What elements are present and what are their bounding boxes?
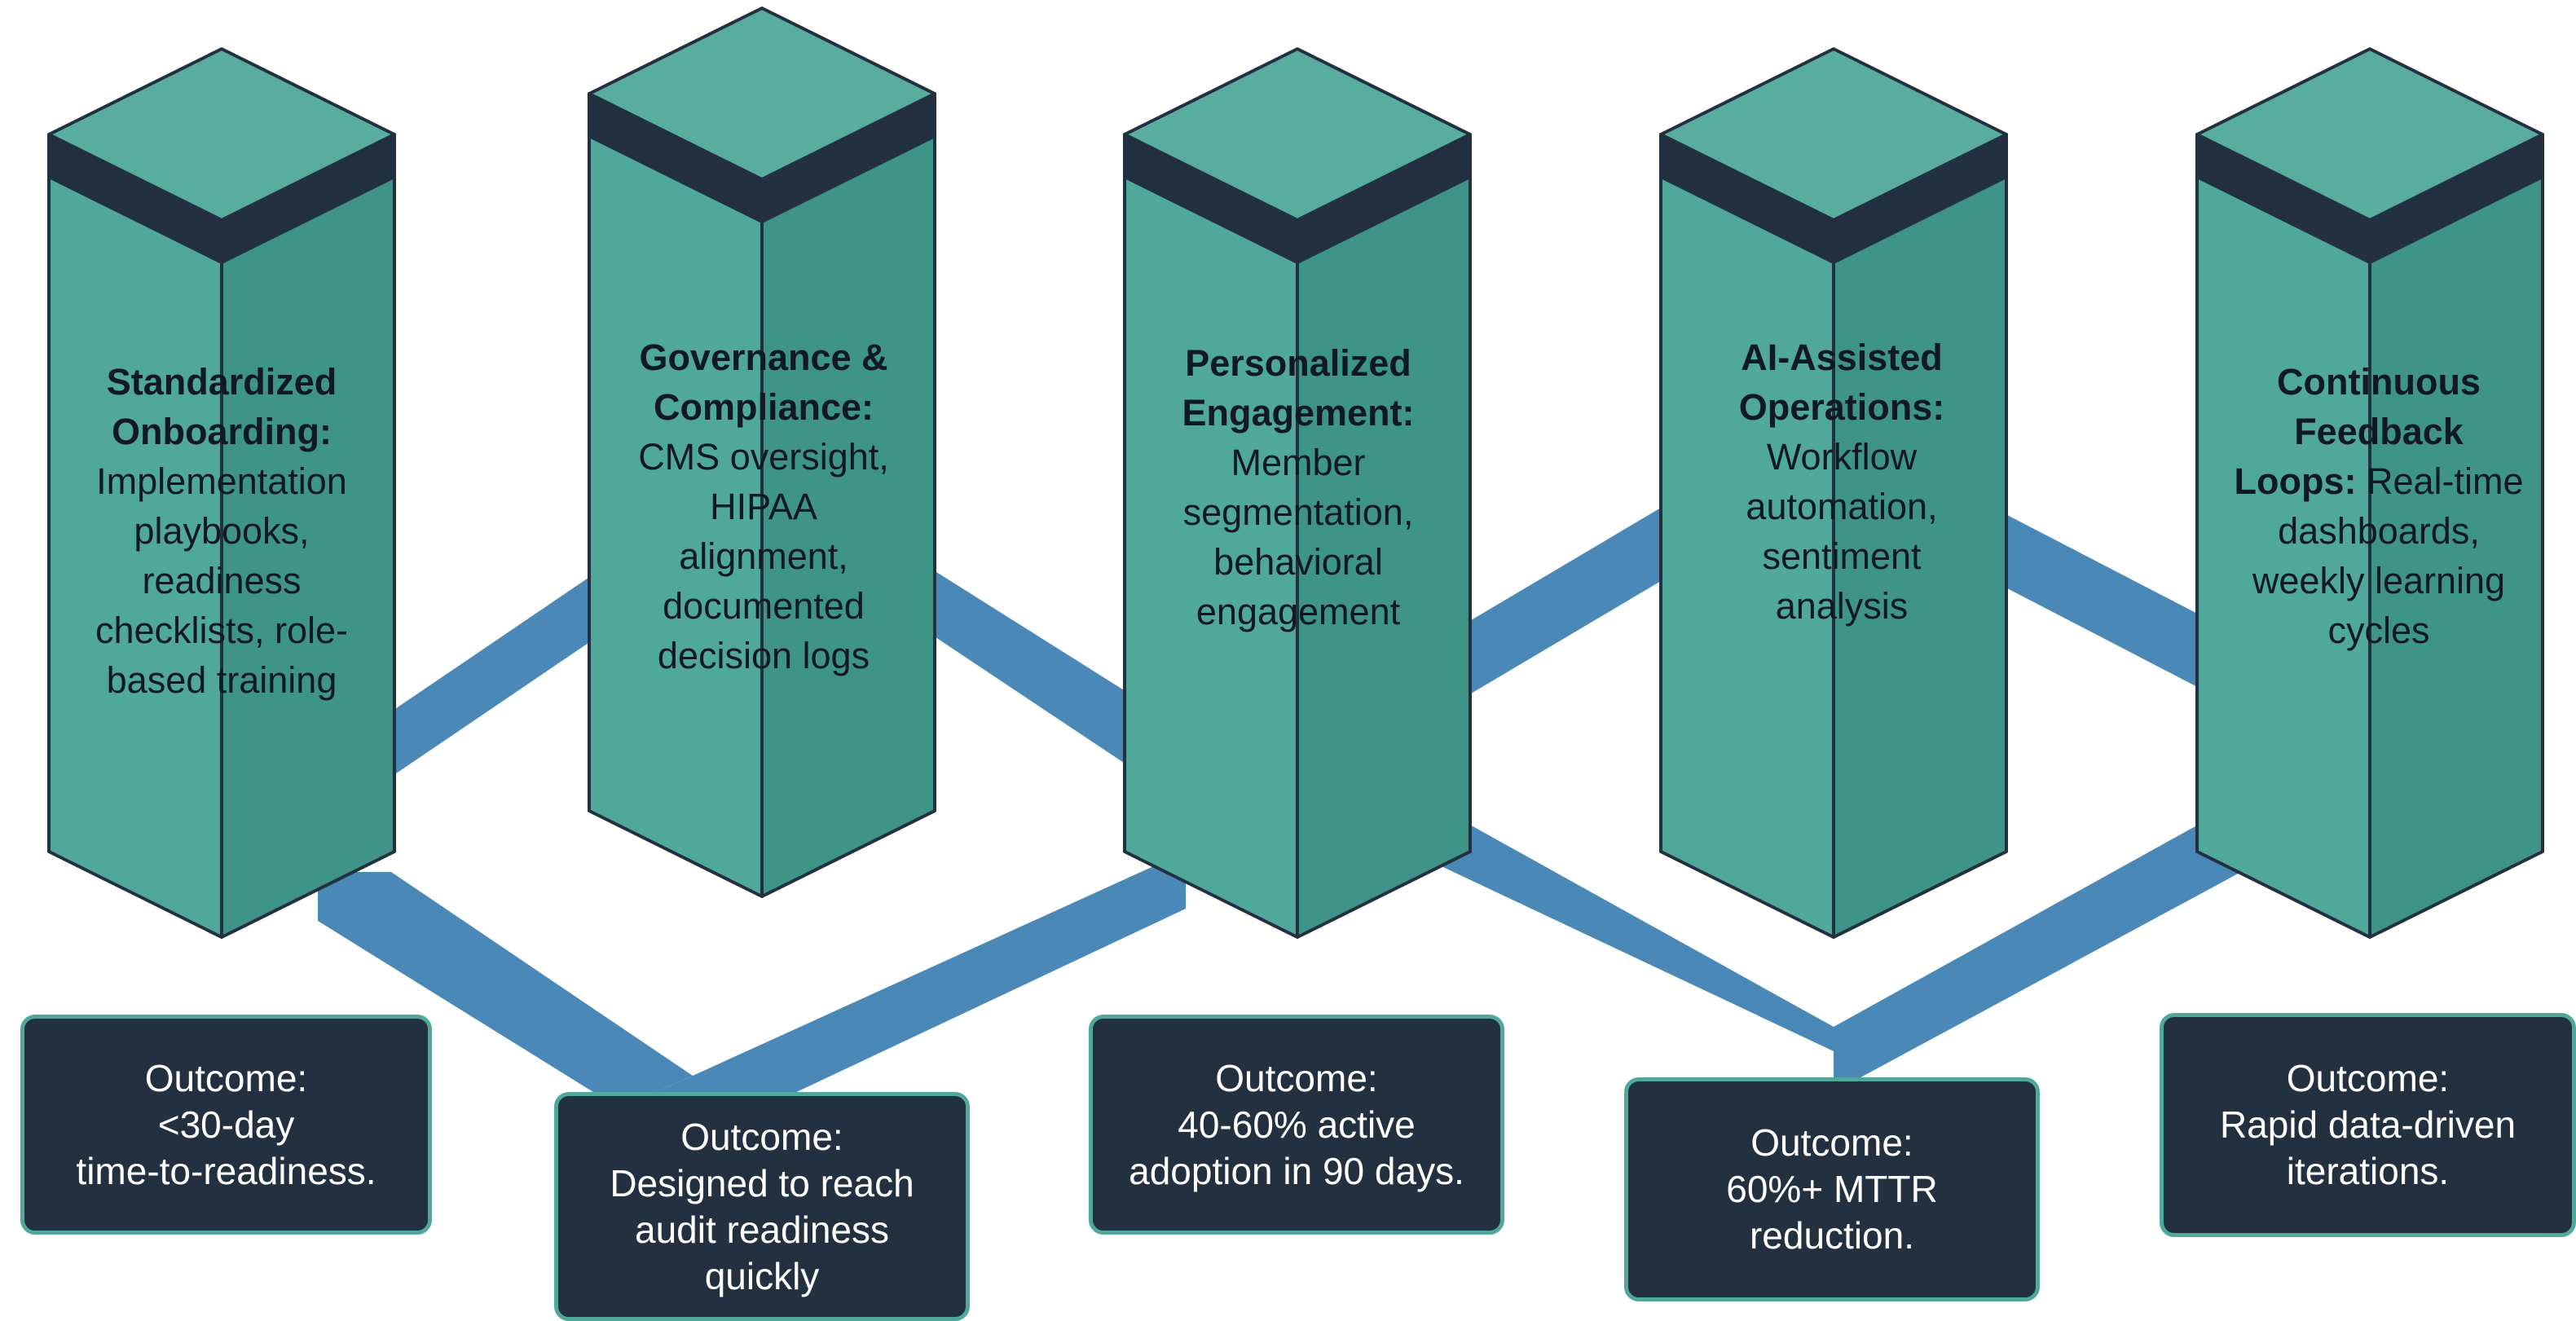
outcome-line: Outcome: [1215, 1056, 1378, 1099]
outcome-line: iterations. [2286, 1150, 2450, 1192]
pillar-layer [47, 7, 2544, 939]
pillar-body-line: dashboards, [2278, 510, 2480, 552]
connector-network [318, 497, 2241, 1108]
pillar-body-line: weekly learning [2252, 560, 2506, 601]
pillar-body-line: sentiment [1762, 535, 1922, 577]
pillar-body-line: behavioral [1213, 541, 1383, 583]
pillar-top-cap [2195, 47, 2544, 222]
pillar-body-line: Member [1231, 442, 1366, 483]
pillar-heading-line: Compliance: [653, 386, 874, 428]
outcome-line: reduction. [1749, 1214, 1914, 1257]
pillar-heading-line: Operations: [1738, 386, 1945, 428]
pillar-body-line: engagement [1196, 591, 1401, 632]
connector-lower-3-v [1402, 823, 1834, 1051]
outcome-line: Outcome: [1750, 1121, 1913, 1164]
pillar-top-cap [1659, 47, 2008, 222]
connector-upper-3-4 [1459, 497, 1679, 701]
pillar-body-line: checklists, role- [95, 610, 349, 651]
pillar-heading-fragment: Loops: [2234, 460, 2357, 502]
pillar-top-cap [47, 47, 396, 222]
outcome-line: time-to-readiness. [76, 1149, 376, 1192]
pillar-heading-line: Engagement: [1182, 392, 1415, 434]
connector-upper-2-3 [921, 562, 1141, 774]
pillar-text-ai-operations: AI-Assisted Operations: Workflow automat… [1687, 332, 1997, 631]
pillar-ai-operations [1659, 47, 2008, 939]
pillar-body-line: readiness [142, 560, 302, 601]
outcome-line: 40-60% active [1178, 1103, 1416, 1146]
pillar-body-line: cycles [2327, 610, 2430, 651]
outcome-line: Designed to reach [610, 1161, 914, 1204]
pillar-body-line: analysis [1775, 585, 1909, 627]
pillar-body-line: automation, [1746, 486, 1938, 527]
outcome-line: <30-day [157, 1103, 295, 1146]
outcome-line: Rapid data-driven [2219, 1103, 2517, 1146]
connector-upper-4-5 [1988, 505, 2208, 693]
pillar-body-line: HIPAA [710, 486, 817, 527]
connector-upper-1-2 [383, 562, 611, 782]
outcome-line: Outcome: [680, 1115, 843, 1158]
pillar-body-line: Implementation [96, 460, 347, 502]
pillar-body-line: documented [663, 585, 865, 627]
pillar-body-line: decision logs [657, 635, 870, 676]
pillar-heading-line: AI-Assisted [1741, 337, 1943, 378]
pillar-governance [588, 7, 936, 898]
pillar-heading-line: Onboarding: [112, 411, 332, 452]
pillar-body-line: segmentation, [1182, 491, 1414, 533]
pillar-body-fragment: Real-time [2356, 460, 2524, 502]
pillar-body-line: Workflow [1766, 436, 1918, 478]
outcome-line: quickly [704, 1254, 820, 1297]
pillar-heading-line: Feedback [2294, 411, 2464, 452]
pillar-engagement [1123, 47, 1472, 939]
outcome-box-governance: Outcome: Designed to reach audit readine… [554, 1092, 970, 1321]
outcome-box-feedback: Outcome: Rapid data-driven iterations. [2160, 1013, 2576, 1237]
outcome-line: audit readiness [635, 1208, 889, 1251]
pillar-heading-line: Standardized [106, 361, 337, 403]
outcome-line: Outcome: [144, 1056, 308, 1099]
pillar-text-engagement: Personalized Engagement: Member segmenta… [1143, 338, 1453, 636]
outcome-box-engagement: Outcome: 40-60% active adoption in 90 da… [1089, 1015, 1504, 1235]
connector-lower-1-v [318, 872, 693, 1108]
pillar-body-line: CMS oversight, [638, 436, 889, 478]
pillar-body-line: alignment, [679, 535, 848, 577]
pillar-top-cap [588, 7, 936, 181]
pillar-top-cap [1123, 47, 1472, 222]
pillar-text-feedback: Continuous Feedback Loops: Real-time das… [2224, 357, 2534, 655]
outcome-box-ai-operations: Outcome: 60%+ MTTR reduction. [1624, 1077, 2040, 1301]
pillar-heading-line: Governance & [639, 337, 888, 378]
pillar-heading-line: Personalized [1185, 342, 1411, 384]
outcome-line: 60%+ MTTR [1726, 1168, 1938, 1210]
pillar-heading-line: Continuous [2277, 361, 2481, 403]
outcome-line: Outcome: [2286, 1057, 2450, 1099]
pillar-text-onboarding: Standardized Onboarding: Implementation … [67, 357, 376, 705]
pillar-onboarding [47, 47, 396, 939]
connector-lower-v-5 [1834, 819, 2241, 1092]
pillar-mixed-line: Loops: Real-time [2224, 456, 2534, 506]
pillar-text-governance: Governance & Compliance: CMS oversight, … [609, 332, 918, 680]
pillar-body-line: playbooks, [134, 510, 310, 552]
pillar-feedback [2195, 47, 2544, 939]
outcome-box-onboarding: Outcome: <30-day time-to-readiness. [20, 1015, 432, 1235]
outcome-line: adoption in 90 days. [1129, 1149, 1464, 1192]
pillar-body-line: based training [106, 659, 337, 701]
